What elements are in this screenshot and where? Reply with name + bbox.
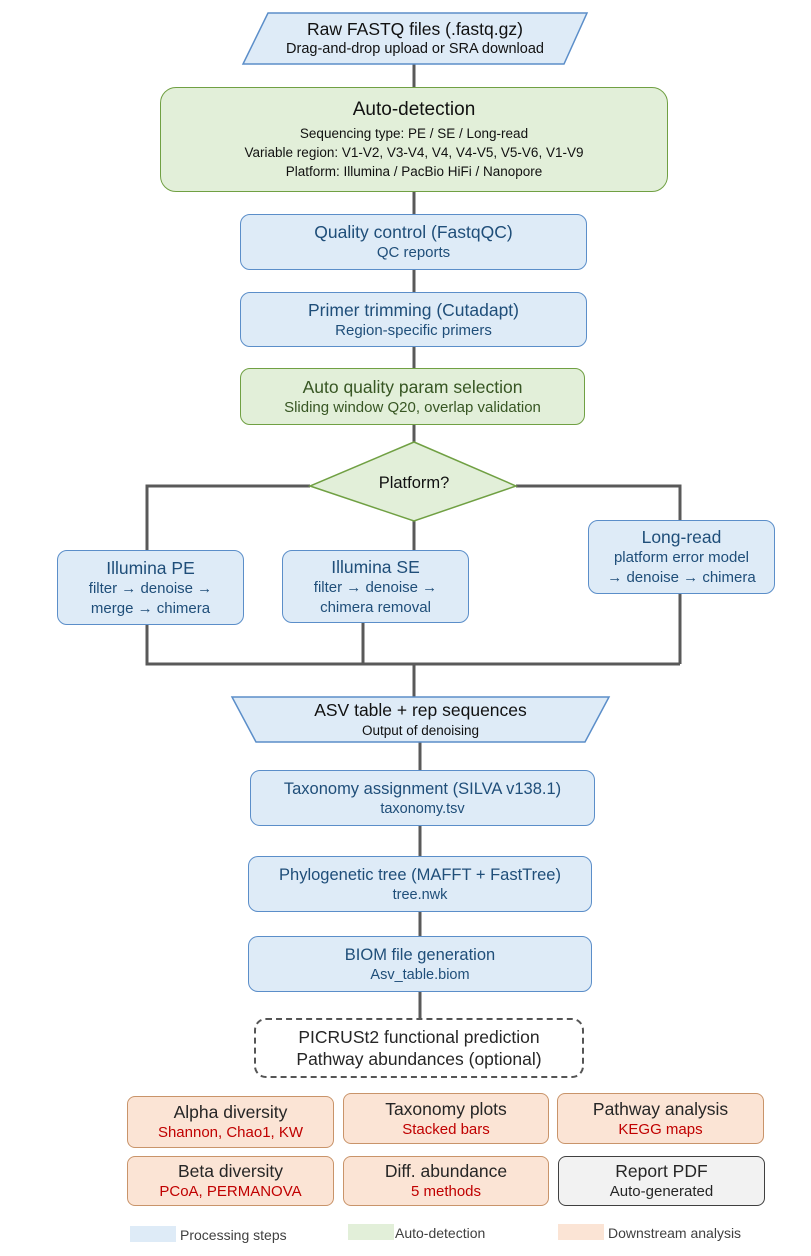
qc-subtitle: QC reports [376, 244, 451, 261]
diff-abundance-title: Diff. abundance [384, 1161, 508, 1181]
input-title: Raw FASTQ files (.fastq.gz) [307, 19, 523, 39]
asv-subtitle: Output of denoising [361, 723, 480, 738]
picrust-node: PICRUSt2 functional prediction Pathway a… [254, 1018, 584, 1078]
branch-long-read-line-2: → denoise → chimera [607, 569, 756, 586]
taxonomy-node: Taxonomy assignment (SILVA v138.1) taxon… [250, 770, 595, 826]
pathway-analysis-subtitle: KEGG maps [618, 1120, 703, 1138]
branch-illumina-se-title: Illumina SE [331, 556, 420, 577]
taxonomy-subtitle: taxonomy.tsv [380, 800, 465, 817]
branch-long-read: Long-read platform error model → denoise… [588, 520, 775, 594]
beta-diversity-node: Beta diversity PCoA, PERMANOVA [127, 1156, 334, 1206]
branch-illumina-se: Illumina SE filter → denoise → chimera r… [282, 550, 469, 623]
decision-label: Platform? [378, 474, 450, 492]
asv-node: ASV table + rep sequences Output of deno… [256, 697, 585, 742]
alpha-diversity-node: Alpha diversity Shannon, Chao1, KW [127, 1096, 334, 1148]
picrust-line-1: PICRUSt2 functional prediction [298, 1027, 540, 1047]
qc-node: Quality control (FastqQC) QC reports [240, 214, 587, 270]
primer-node: Primer trimming (Cutadapt) Region-specif… [240, 292, 587, 347]
legend-processing-swatch [130, 1226, 176, 1242]
legend-processing-label: Processing steps [180, 1227, 287, 1243]
biom-node: BIOM file generation Asv_table.biom [248, 936, 592, 992]
autodetect-line-2: Variable region: V1-V2, V3-V4, V4, V4-V5… [244, 145, 584, 160]
taxonomy-title: Taxonomy assignment (SILVA v138.1) [283, 779, 562, 798]
input-node: Raw FASTQ files (.fastq.gz) Drag-and-dro… [243, 13, 587, 64]
autoparam-subtitle: Sliding window Q20, overlap validation [284, 398, 541, 416]
legend-autodetection-label: Auto-detection [395, 1225, 486, 1241]
platform-decision: Platform? [330, 470, 498, 496]
legend-downstream-label: Downstream analysis [608, 1225, 742, 1241]
qc-title: Quality control (FastqQC) [314, 222, 513, 242]
autodetect-title: Auto-detection [352, 99, 476, 120]
branch-long-read-line-1: platform error model [613, 549, 750, 566]
beta-diversity-subtitle: PCoA, PERMANOVA [159, 1183, 302, 1200]
primer-title: Primer trimming (Cutadapt) [307, 299, 520, 320]
branch-illumina-pe-line-2: merge → chimera [90, 599, 211, 617]
biom-title: BIOM file generation [344, 945, 496, 964]
input-subtitle: Drag-and-drop upload or SRA download [286, 41, 544, 57]
branch-illumina-se-line-1: filter → denoise → [313, 578, 438, 596]
report-pdf-subtitle: Auto-generated [609, 1183, 714, 1200]
autodetect-line-3: Platform: Illumina / PacBio HiFi / Nanop… [285, 164, 543, 179]
branch-illumina-se-line-2: chimera removal [320, 598, 431, 616]
taxonomy-plots-title: Taxonomy plots [385, 1098, 507, 1119]
diff-abundance-node: Diff. abundance 5 methods [343, 1156, 549, 1206]
pathway-analysis-node: Pathway analysis KEGG maps [557, 1093, 764, 1144]
phylo-subtitle: tree.nwk [392, 886, 448, 903]
beta-diversity-title: Beta diversity [177, 1161, 284, 1181]
phylo-title: Phylogenetic tree (MAFFT + FastTree) [279, 865, 561, 884]
branch-illumina-pe-title: Illumina PE [106, 557, 195, 578]
autoparam-node: Auto quality param selection Sliding win… [240, 368, 585, 425]
phylo-node: Phylogenetic tree (MAFFT + FastTree) tre… [248, 856, 592, 912]
primer-subtitle: Region-specific primers [335, 321, 492, 339]
report-pdf-node: Report PDF Auto-generated [558, 1156, 765, 1206]
biom-subtitle: Asv_table.biom [370, 966, 470, 983]
diff-abundance-subtitle: 5 methods [410, 1183, 482, 1200]
asv-title: ASV table + rep sequences [314, 700, 527, 720]
taxonomy-plots-subtitle: Stacked bars [402, 1120, 490, 1138]
alpha-diversity-title: Alpha diversity [173, 1102, 288, 1122]
branch-long-read-title: Long-read [641, 527, 722, 547]
alpha-diversity-subtitle: Shannon, Chao1, KW [157, 1124, 304, 1141]
pathway-analysis-title: Pathway analysis [592, 1098, 729, 1119]
picrust-line-2: Pathway abundances (optional) [296, 1049, 542, 1069]
taxonomy-plots-node: Taxonomy plots Stacked bars [343, 1093, 549, 1144]
legend-autodetection-swatch [348, 1224, 394, 1240]
report-pdf-title: Report PDF [615, 1161, 708, 1181]
autodetect-node: Auto-detection Sequencing type: PE / SE … [160, 87, 668, 192]
autodetect-line-1: Sequencing type: PE / SE / Long-read [299, 126, 529, 141]
legend-downstream-swatch [558, 1224, 604, 1240]
autoparam-title: Auto quality param selection [302, 376, 523, 397]
branch-illumina-pe-line-1: filter → denoise → [88, 579, 213, 597]
branch-illumina-pe: Illumina PE filter → denoise → merge → c… [57, 550, 244, 625]
